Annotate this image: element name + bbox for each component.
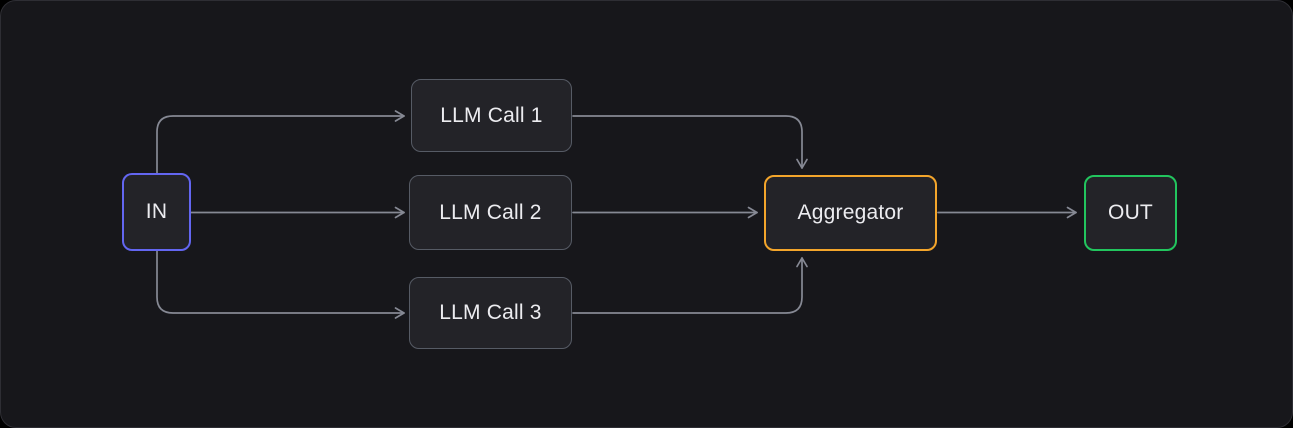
node-llm-call-3-label: LLM Call 3 [439, 301, 542, 324]
node-llm-call-1-label: LLM Call 1 [440, 103, 543, 127]
edge-llm3-aggregator [572, 257, 808, 314]
node-aggregator: Aggregator [764, 175, 937, 251]
node-llm-call-3: LLM Call 3 [409, 277, 572, 349]
node-out: OUT [1084, 175, 1177, 251]
edge-in-llm1 [156, 110, 405, 174]
node-llm-call-2: LLM Call 2 [409, 175, 572, 250]
node-in: IN [122, 173, 191, 251]
node-aggregator-label: Aggregator [797, 201, 904, 224]
edge-llm1-aggregator [572, 115, 808, 169]
node-out-label: OUT [1108, 201, 1153, 224]
edge-in-llm3 [156, 250, 405, 319]
node-llm-call-2-label: LLM Call 2 [439, 200, 542, 224]
node-in-label: IN [145, 200, 168, 223]
node-llm-call-1: LLM Call 1 [411, 79, 572, 152]
